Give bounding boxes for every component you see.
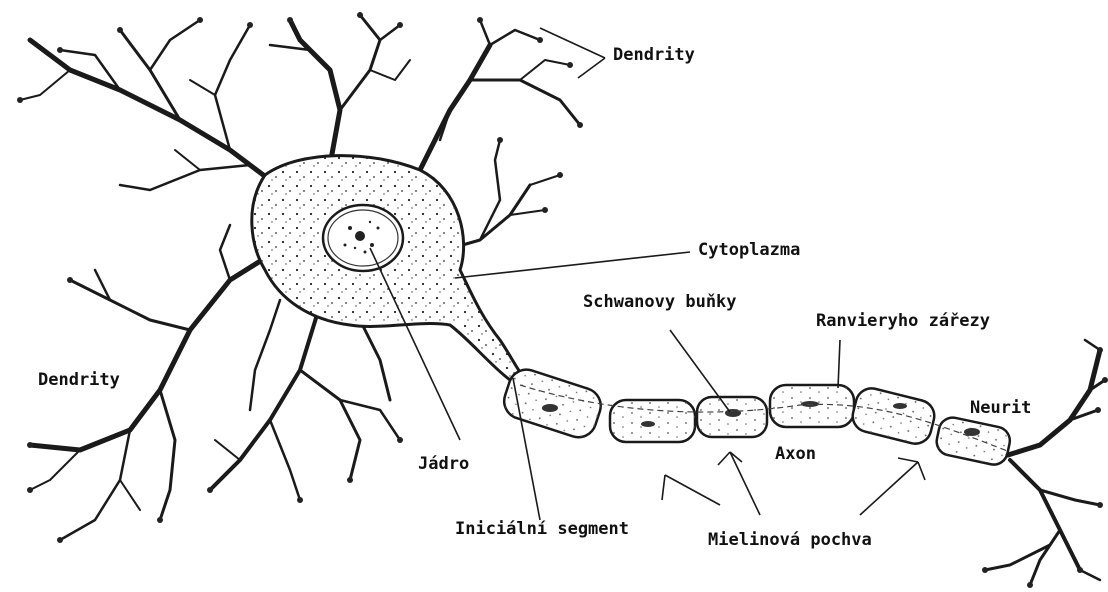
dendrite-branch: [215, 25, 250, 150]
dendrite-branch: [480, 20, 490, 45]
dendrite-branch: [175, 150, 200, 170]
dendrite-branch: [220, 225, 230, 280]
leader-ranvieryho-zarezy: [838, 340, 840, 388]
dendrite-branch: [360, 320, 390, 400]
dendrite-branch: [410, 45, 490, 190]
label-dendrity-left: Dendrity: [38, 372, 120, 389]
dendrite-branch: [210, 305, 320, 490]
leader-cytoplazma: [455, 252, 690, 278]
leader-mielinova-3: [860, 458, 925, 515]
label-jadro: Jádro: [418, 456, 469, 473]
dendrite-branch: [380, 25, 400, 40]
dendrite-branch: [215, 440, 240, 460]
dendrite-branch: [300, 370, 360, 480]
label-dendrity-top: Dendrity: [613, 47, 695, 64]
dendrite-branch: [530, 175, 560, 185]
dendrite-branch: [270, 420, 300, 500]
dendrite-branch: [510, 210, 545, 215]
label-schwanovy-bunky: Schwanovy buňky: [583, 294, 737, 311]
leader-dendrity-top: [540, 28, 605, 78]
dendrite-branch: [250, 300, 280, 410]
label-neurit: Neurit: [970, 400, 1031, 417]
dendrite-branch: [70, 280, 190, 330]
dendrite-branch: [120, 165, 250, 190]
leader-mielinova-2: [718, 452, 760, 515]
dendrite-branch: [190, 80, 215, 95]
dendrite-branch: [30, 450, 80, 490]
label-inicialni-segment: Iniciální segment: [455, 521, 629, 538]
dendrite-branch: [30, 40, 270, 180]
cytoplasm-granules: [252, 156, 520, 380]
dendrite-branch: [160, 390, 175, 520]
label-mielinova-pochva: Mielinová pochva: [708, 532, 872, 549]
dendrite-branch: [30, 255, 270, 450]
dendrite-branch: [370, 60, 410, 80]
dendrite-branch: [520, 60, 570, 80]
dendrite-branch: [470, 80, 580, 125]
dendrite-branch: [290, 20, 340, 165]
dendrite-branch: [150, 20, 200, 70]
dendrite-branch: [340, 15, 380, 110]
dendrite-branch: [120, 480, 140, 510]
label-cytoplazma: Cytoplazma: [698, 242, 800, 259]
dendrite-branch: [490, 30, 540, 45]
label-ranvieryho-zarezy: Ranvieryho zářezy: [816, 313, 990, 330]
dendrite-branch: [20, 70, 70, 100]
label-axon: Axon: [775, 446, 816, 463]
leader-mielinova-1: [662, 475, 720, 505]
